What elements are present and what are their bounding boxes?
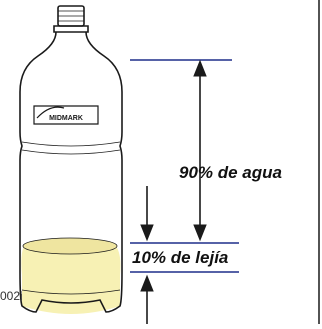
bleach-liquid bbox=[21, 246, 121, 314]
water-arrow bbox=[193, 59, 207, 242]
liquid-surface bbox=[22, 237, 118, 255]
figure-code: 002i bbox=[0, 289, 23, 303]
bleach-arrow-down bbox=[140, 186, 154, 242]
bottle-neck bbox=[53, 25, 89, 33]
bleach-arrow-up bbox=[140, 274, 154, 324]
water-percentage-label: 90% de agua bbox=[179, 163, 282, 182]
bottle-label: MIDMARK bbox=[33, 105, 99, 125]
bleach-percentage-label: 10% de lejía bbox=[132, 248, 229, 267]
bottle-brand: MIDMARK bbox=[49, 115, 83, 122]
bottle-body bbox=[19, 31, 123, 313]
bottle bbox=[19, 5, 123, 313]
